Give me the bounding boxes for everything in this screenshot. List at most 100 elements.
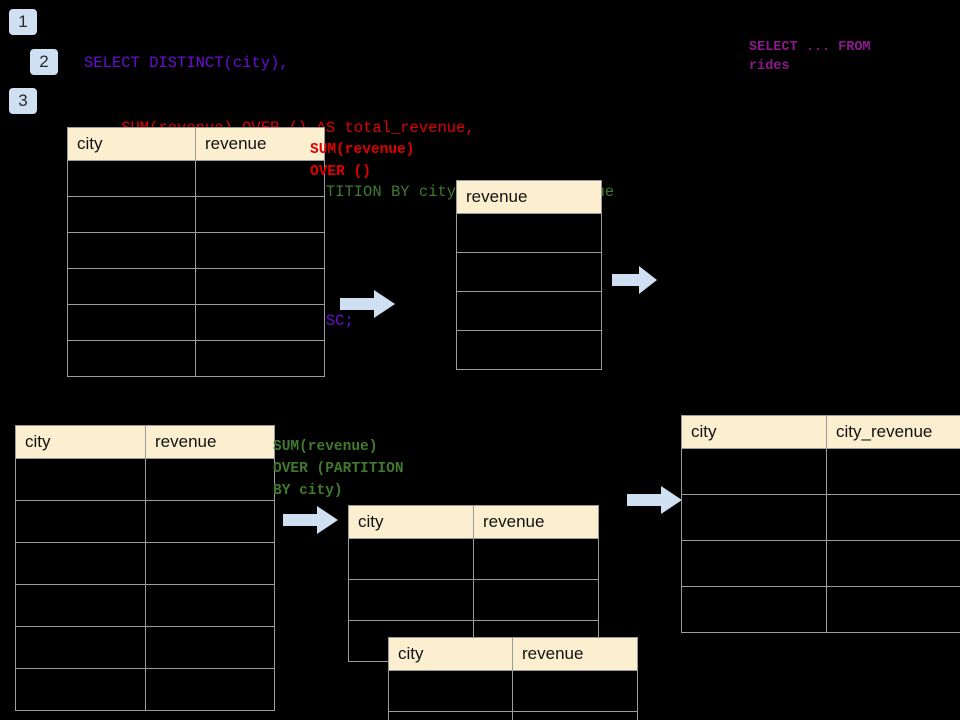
cell-revenue [512,670,638,712]
table-row [67,268,325,305]
sql-annotation-select-from: SELECT ... FROM rides [749,40,879,74]
table-source-top: city revenue [67,127,325,377]
column-header-city-revenue: city_revenue [826,415,960,449]
arrow-right-icon [627,485,683,515]
table-row [15,458,275,501]
table-total-revenue: revenue [456,180,602,370]
cell-revenue [456,252,602,292]
column-header-city: city [67,127,196,161]
cell-city [681,540,827,587]
table-row [388,711,638,720]
arrow-right-icon [340,289,396,319]
cell-city [388,670,513,712]
table-header-row: city revenue [67,127,325,161]
table-row [67,196,325,233]
table-row [67,304,325,341]
cell-city [348,538,474,580]
table-partition-back: city revenue [348,505,599,662]
table-partition-front: city revenue [388,637,638,720]
arrow-right-icon [283,505,339,535]
cell-city [15,458,146,501]
cell-city [67,232,196,269]
cell-revenue [195,340,325,377]
column-header-city: city [681,415,827,449]
cell-city [15,668,146,711]
table-row [348,579,599,621]
cell-revenue [145,584,275,627]
cell-city [67,340,196,377]
table-row [456,252,602,292]
table-row [681,540,960,587]
table-row [456,213,602,253]
table-row [681,448,960,495]
table-header-row: city revenue [348,505,599,539]
cell-revenue [456,291,602,331]
cell-city [67,304,196,341]
table-row [348,538,599,580]
column-header-revenue: revenue [456,180,602,214]
cell-city [15,500,146,543]
cell-city [67,268,196,305]
column-header-revenue: revenue [195,127,325,161]
cell-city-revenue [826,494,960,541]
cell-revenue [195,196,325,233]
cell-city-revenue [826,540,960,587]
table-row [67,340,325,377]
cell-revenue [195,232,325,269]
step-badge-2: 2 [30,49,58,75]
table-row [15,584,275,627]
cell-city [67,196,196,233]
table-header-row: city city_revenue [681,415,960,449]
label-partition-window: SUM(revenue) OVER (PARTITION BY city) [273,439,404,499]
table-row [67,160,325,197]
column-header-revenue: revenue [145,425,275,459]
step-badge-3: 3 [9,88,37,114]
cell-revenue [456,213,602,253]
cell-city [681,494,827,541]
column-header-city: city [348,505,474,539]
cell-city-revenue [826,448,960,495]
table-row [15,500,275,543]
table-row [15,626,275,669]
label-total-revenue-window: SUM(revenue) OVER () [310,142,415,180]
table-source-bottom: city revenue [15,425,275,711]
table-row [15,668,275,711]
cell-revenue [195,268,325,305]
cell-city-revenue [826,586,960,633]
column-header-revenue: revenue [512,637,638,671]
arrow-right-icon [612,265,658,295]
cell-revenue [512,711,638,720]
table-row [456,330,602,370]
table-header-row: city revenue [15,425,275,459]
cell-revenue [145,668,275,711]
table-header-row: city revenue [388,637,638,671]
cell-revenue [195,304,325,341]
cell-city [67,160,196,197]
cell-revenue [195,160,325,197]
table-row [67,232,325,269]
table-result: city city_revenue [681,415,960,633]
column-header-city: city [388,637,513,671]
table-row [388,670,638,712]
cell-city [681,586,827,633]
cell-city [348,579,474,621]
cell-revenue [456,330,602,370]
cell-revenue [145,500,275,543]
table-row [681,586,960,633]
table-row [681,494,960,541]
cell-city [15,542,146,585]
cell-revenue [473,579,599,621]
sql-line-1: SELECT DISTINCT(city), [84,54,289,72]
cell-revenue [145,626,275,669]
cell-revenue [473,538,599,580]
cell-city [388,711,513,720]
table-row [456,291,602,331]
cell-revenue [145,542,275,585]
cell-revenue [145,458,275,501]
cell-city [15,626,146,669]
step-badge-1: 1 [9,9,37,35]
cell-city [15,584,146,627]
table-header-row: revenue [456,180,602,214]
column-header-revenue: revenue [473,505,599,539]
